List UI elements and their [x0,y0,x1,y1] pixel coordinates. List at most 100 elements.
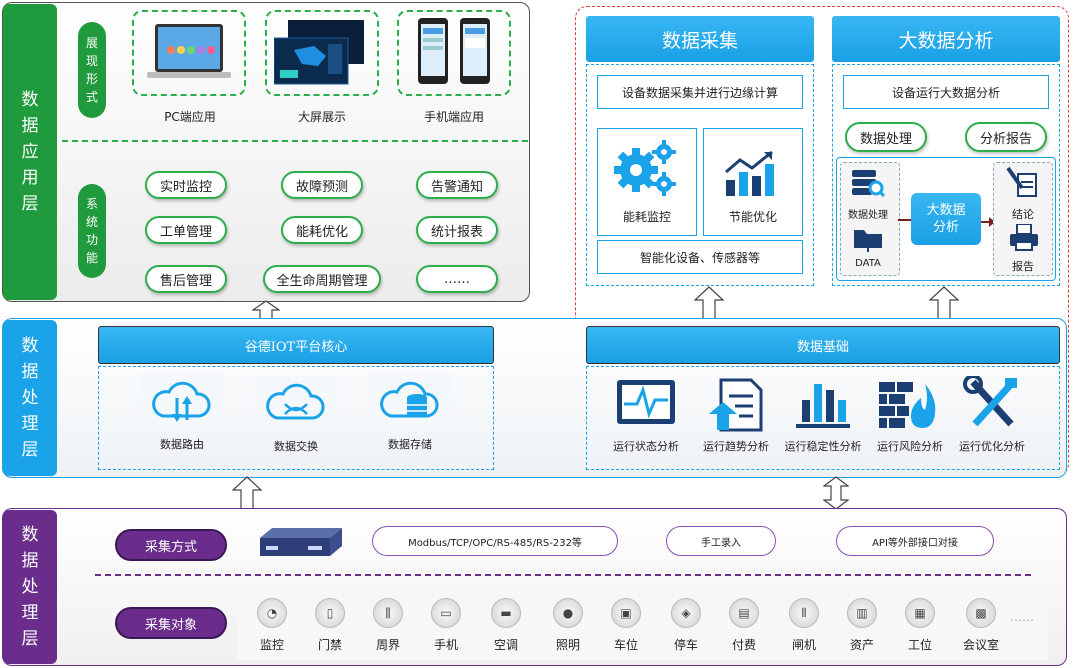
obj-parking-space: ▣车位 [600,598,652,653]
conclusion-label: 结论 [1012,208,1034,221]
iot-routing: 数据路由 [138,374,226,452]
gateway-device-icon [256,526,344,558]
functions-tag: 系 统 功 能 [78,184,106,278]
foundation-optimize-label: 运行优化分析 [959,440,1025,453]
bigdata-sub: 设备运行大数据分析 [843,75,1049,109]
printer-icon [1008,223,1040,252]
func-after-sales[interactable]: 售后管理 [145,265,227,293]
mobile-app-label: 手机端应用 [423,110,484,124]
foundation-frame [586,366,1060,470]
obj-asset: ▥资产 [836,598,888,653]
car-icon: ▣ [611,598,641,628]
foundation-trend: 运行趋势分析 [698,378,774,454]
iot-exchange-label: 数据交换 [274,440,318,453]
api-interface-option[interactable]: API等外部接口对接 [836,526,994,556]
input-data-processing-label: 数据处理 [848,210,888,221]
bigscreen-frame [265,10,379,96]
arrow-up-4 [231,476,263,510]
bigscreen-icon [273,20,370,86]
foundation-optimize: 运行优化分析 [954,376,1030,454]
cloud-updown-icon [141,374,223,430]
camera-icon: ◔ [257,598,287,628]
foundation-stability-label: 运行稳定性分析 [784,440,862,453]
foundation-status-label: 运行状态分析 [613,440,679,453]
obj-monitor: ◔监控 [246,598,298,653]
bigdata-flow-frame [836,157,1056,281]
gears-icon [612,138,682,198]
bulb-icon: ● [553,598,583,628]
energy-saving-card: 节能优化 [703,128,803,236]
iot-core-frame [98,366,494,470]
arrow-updown [822,476,850,510]
manual-entry-option[interactable]: 手工录入 [666,526,776,556]
aircon-icon: ▬ [491,598,521,628]
foundation-risk-label: 运行风险分析 [877,440,943,453]
fence-icon: ⫼ [373,598,403,628]
cloud-exchange-icon [255,376,337,432]
parking-icon: ◈ [671,598,701,628]
tools-icon [963,376,1017,427]
app-layer-label: 数 据 应 用 层 [3,4,57,300]
iot-core-title: 谷德IOT平台核心 [98,326,494,364]
acquire-method-tag: 采集方式 [115,529,227,561]
workstation-icon: ▦ [905,598,935,628]
gate-icon: ⦀ [789,598,819,628]
func-alarm-notify[interactable]: 告警通知 [416,171,498,199]
phone-icon: ▭ [431,598,461,628]
pen-document-icon [1006,166,1040,200]
mobile-phone-icon [416,18,494,86]
bars-icon [796,384,850,428]
firewall-icon [879,382,936,428]
func-work-order[interactable]: 工单管理 [145,216,227,244]
section-divider [62,140,528,142]
folder-icon [852,226,884,252]
func-realtime-monitor[interactable]: 实时监控 [145,171,227,199]
obj-access: ▯门禁 [304,598,356,653]
iot-storage: 数据存储 [366,374,454,452]
cloud-database-icon [369,374,451,430]
bigscreen-label: 大屏展示 [297,110,346,124]
meeting-icon: ▩ [966,598,996,628]
obj-payment: ▤付费 [718,598,770,653]
bigdata-center: 大数据 分析 [911,193,981,245]
pc-app-frame [132,10,246,96]
obj-perimeter: ⫼周界 [362,598,414,653]
obj-gate: ⦀闸机 [778,598,830,653]
collection-frame [586,64,814,286]
arrow-up-3 [928,286,960,320]
collect-divider [95,574,1031,576]
foundation-stability: 运行稳定性分析 [784,378,862,454]
foundation-status: 运行状态分析 [608,378,684,454]
door-icon: ▯ [315,598,345,628]
acquire-object-tag: 采集对象 [115,607,227,639]
protocol-option[interactable]: Modbus/TCP/OPC/RS-485/RS-232等 [372,526,618,556]
obj-meeting-room: ▩会议室 [952,598,1010,653]
foundation-trend-label: 运行趋势分析 [703,440,769,453]
func-energy-optimize[interactable]: 能耗优化 [281,216,363,244]
obj-lighting: ●照明 [542,598,594,653]
func-lifecycle[interactable]: 全生命周期管理 [263,265,381,293]
func-fault-predict[interactable]: 故障预测 [281,171,363,199]
bar-chart-icon [722,150,782,198]
report-label: 报告 [1012,260,1034,273]
func-more[interactable]: …… [416,265,498,293]
analysis-report-pill[interactable]: 分析报告 [965,122,1047,152]
collection-sub: 设备数据采集并进行边缘计算 [597,75,803,109]
obj-parking: ◈停车 [660,598,712,653]
asset-icon: ▥ [847,598,877,628]
mobile-app-frame [397,10,511,96]
bigdata-frame [832,64,1060,286]
monitor-wave-icon [617,380,675,424]
bigdata-title: 大数据分析 [832,16,1060,62]
foundation-risk: 运行风险分析 [872,378,948,454]
iot-storage-label: 数据存储 [388,438,432,451]
flow-arrow-right [981,213,995,227]
obj-workstation: ▦工位 [894,598,946,653]
data-processing-pill[interactable]: 数据处理 [845,122,927,152]
func-statistics[interactable]: 统计报表 [416,216,498,244]
pc-laptop-icon [145,22,233,84]
collection-title: 数据采集 [586,16,814,62]
flow-line-left [898,219,912,221]
data-label: DATA [855,258,881,269]
payment-icon: ▤ [729,598,759,628]
